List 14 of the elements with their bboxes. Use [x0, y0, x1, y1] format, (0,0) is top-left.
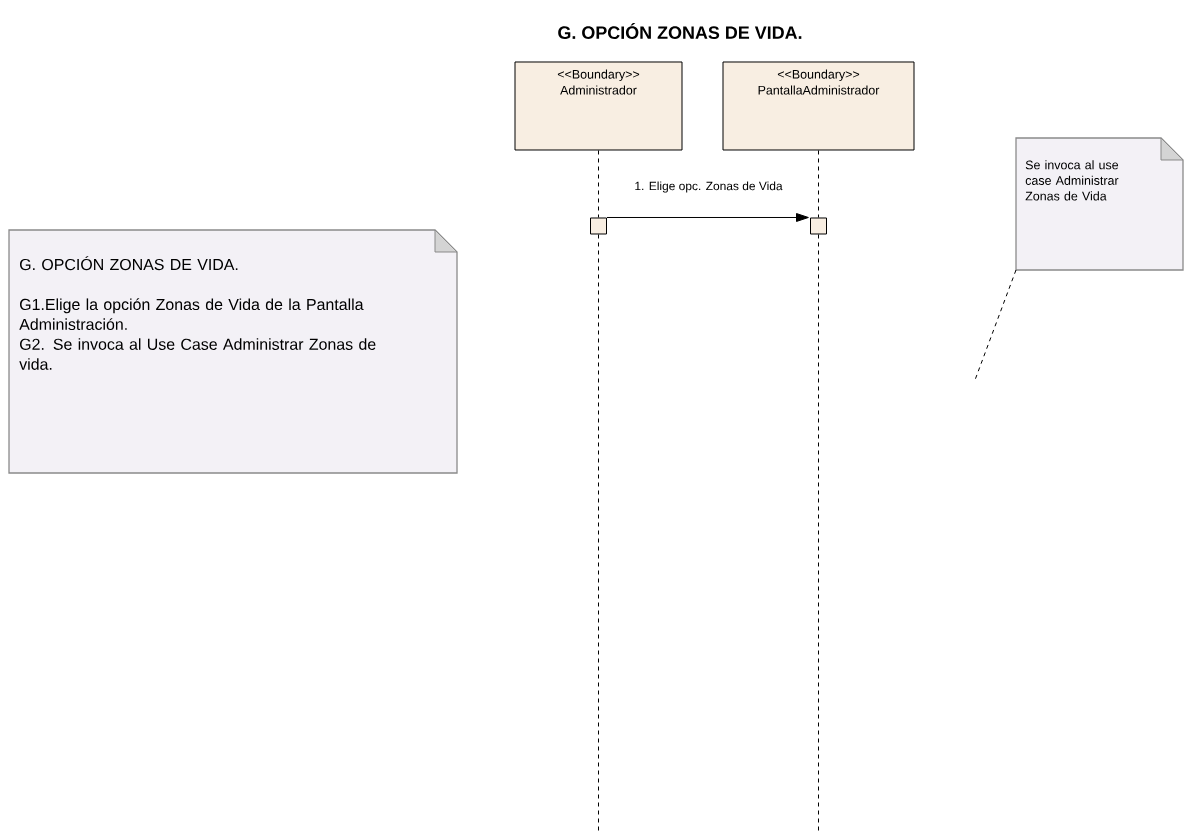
- lifeline: [598, 150, 599, 218]
- lifeline-box: <<Boundary>> Administrador: [514, 61, 683, 151]
- message-arrow: [606, 213, 809, 222]
- activation-box: [590, 217, 607, 235]
- lifeline: [598, 234, 599, 834]
- activation-box: [810, 217, 827, 235]
- lifeline: [818, 234, 819, 834]
- diagram-title: G. OPCIÓN ZONAS DE VIDA.: [558, 22, 802, 40]
- note: Se invoca al use case Administrar Zonas de Vida: [1015, 137, 1184, 271]
- edge-label: 1. Elige opc. Zonas de Vida: [633, 180, 784, 194]
- lifeline: [818, 150, 819, 218]
- lifeline-box: <<Boundary>> PantallaAdministrador: [722, 61, 915, 151]
- leader-line: [974, 269, 1017, 381]
- note: G. OPCIÓN ZONAS DE VIDA. G1.Elige la opción Zonas de Vida de la Pantalla Administración. G2. Se invoca al Use Case Administrar Zonas de vida.: [8, 229, 458, 474]
